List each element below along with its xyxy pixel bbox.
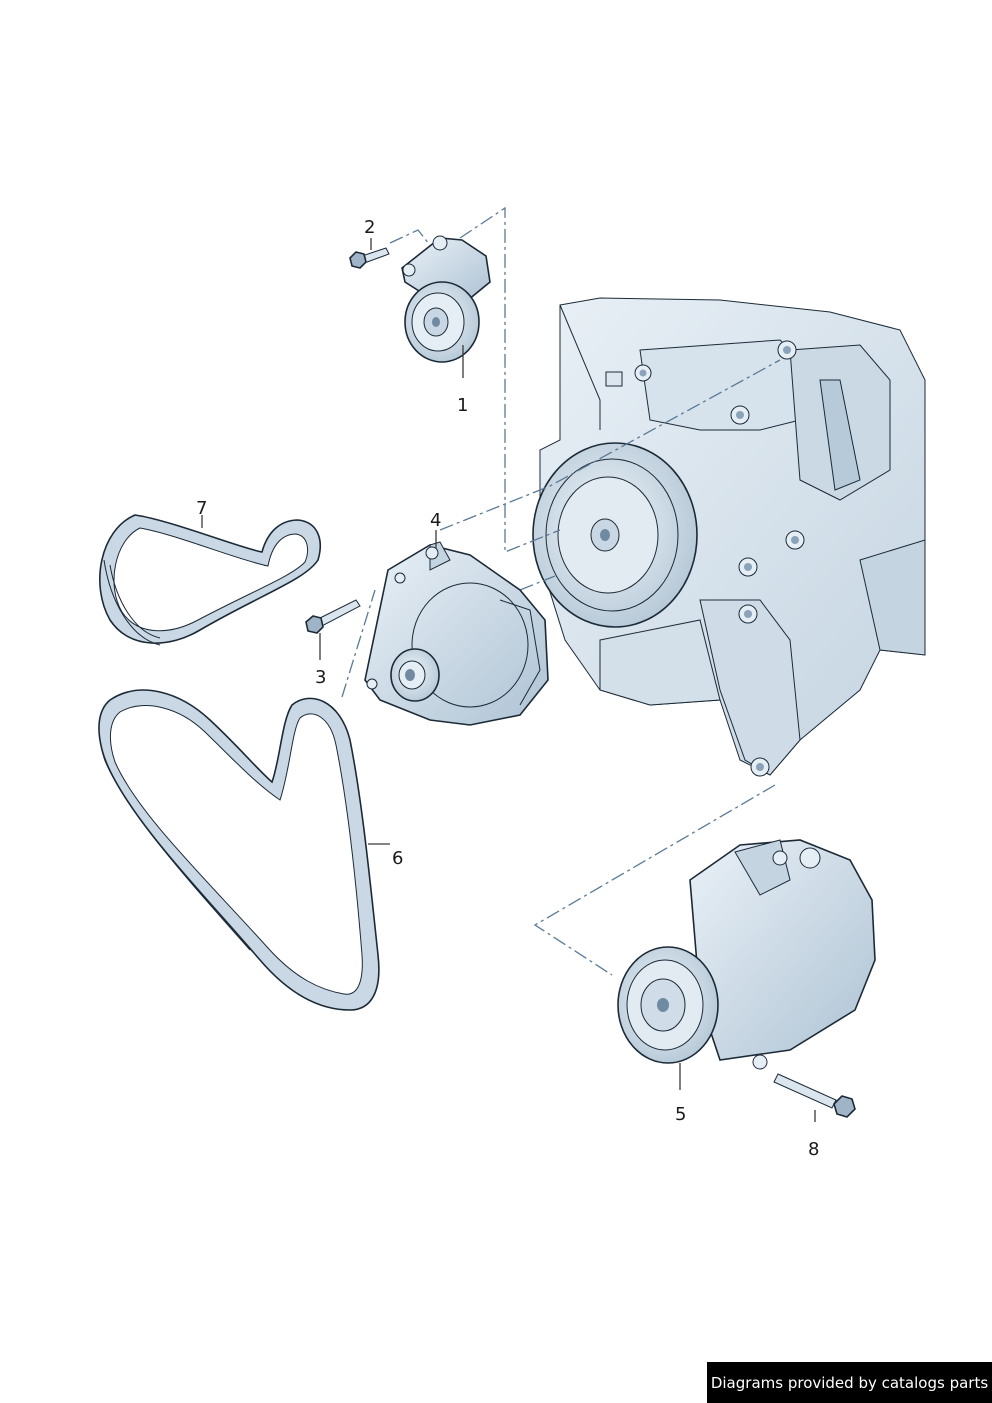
callout-5: 5 bbox=[675, 1104, 686, 1125]
crankshaft-pulley bbox=[532, 442, 698, 628]
alternator bbox=[364, 541, 549, 726]
ac-compressor bbox=[617, 839, 876, 1070]
long-belt bbox=[98, 689, 380, 1011]
callout-4: 4 bbox=[430, 510, 441, 531]
callout-3: 3 bbox=[315, 667, 326, 688]
compressor-bolt bbox=[773, 1073, 856, 1118]
short-belt bbox=[99, 514, 322, 646]
callout-2: 2 bbox=[364, 217, 375, 238]
assembly-lines bbox=[341, 206, 781, 976]
callout-6: 6 bbox=[392, 848, 403, 869]
alternator-bolt bbox=[305, 599, 361, 634]
tensioner-bolt bbox=[349, 247, 390, 269]
leader-lines bbox=[201, 238, 816, 1122]
watermark-label: Diagrams provided by catalogs parts bbox=[707, 1362, 992, 1403]
callout-7: 7 bbox=[196, 498, 207, 519]
tensioner bbox=[401, 235, 491, 363]
callout-8: 8 bbox=[808, 1139, 819, 1160]
callout-1: 1 bbox=[457, 395, 468, 416]
engine-block bbox=[539, 297, 926, 777]
